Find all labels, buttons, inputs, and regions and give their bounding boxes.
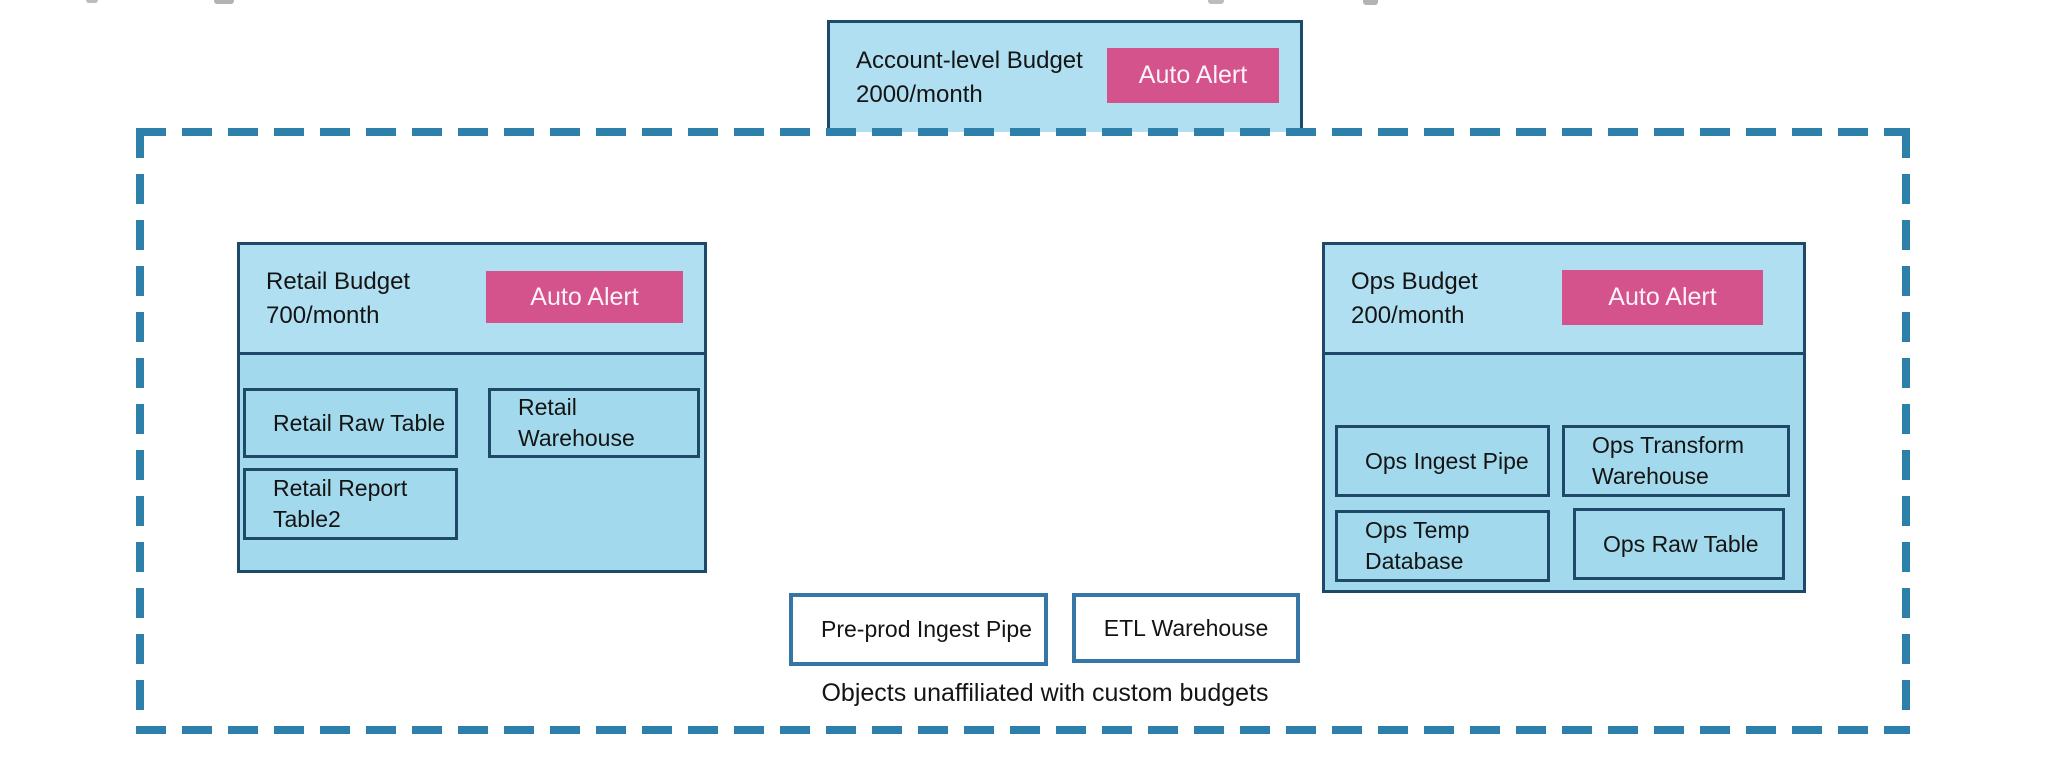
retail-budget-amount: 700/month [266, 301, 380, 329]
dashed-border-left [136, 128, 144, 734]
dashed-border-right [1902, 128, 1910, 734]
object-box-etl-warehouse: ETL Warehouse [1072, 593, 1300, 663]
ops-budget-amount: 200/month [1351, 301, 1465, 329]
cropped-text-artifact [86, 0, 98, 3]
ops-auto-alert-button[interactable]: Auto Alert [1562, 270, 1763, 325]
account-budget-title: Account-level Budget [856, 46, 1083, 74]
ops-budget-title: Ops Budget [1351, 267, 1478, 295]
retail-budget-header: Retail Budget 700/month [240, 245, 704, 355]
cropped-text-artifact [1208, 0, 1224, 4]
account-budget-box: Account-level Budget 2000/month Auto Ale… [827, 20, 1303, 132]
object-box-preprod-ingest-pipe: Pre-prod Ingest Pipe [789, 593, 1048, 666]
object-box-ops-raw-table: Ops Raw Table [1573, 508, 1785, 580]
object-box-retail-warehouse: Retail Warehouse [488, 388, 700, 458]
retail-auto-alert-button[interactable]: Auto Alert [486, 271, 683, 323]
object-box-ops-transform-warehouse: Ops Transform Warehouse [1562, 425, 1790, 497]
object-box-retail-report-table2: Retail Report Table2 [243, 468, 458, 540]
account-budget-amount: 2000/month [856, 80, 983, 108]
cropped-text-artifact [1363, 0, 1378, 5]
unaffiliated-caption: Objects unaffiliated with custom budgets [821, 679, 1269, 707]
dashed-border-bottom [136, 726, 1910, 734]
object-box-retail-raw-table: Retail Raw Table [243, 388, 458, 458]
cropped-text-artifact [214, 0, 234, 4]
object-box-ops-temp-database: Ops Temp Database [1335, 510, 1550, 582]
retail-budget-title: Retail Budget [266, 267, 411, 295]
account-auto-alert-button[interactable]: Auto Alert [1107, 48, 1279, 103]
object-box-ops-ingest-pipe: Ops Ingest Pipe [1335, 425, 1550, 497]
